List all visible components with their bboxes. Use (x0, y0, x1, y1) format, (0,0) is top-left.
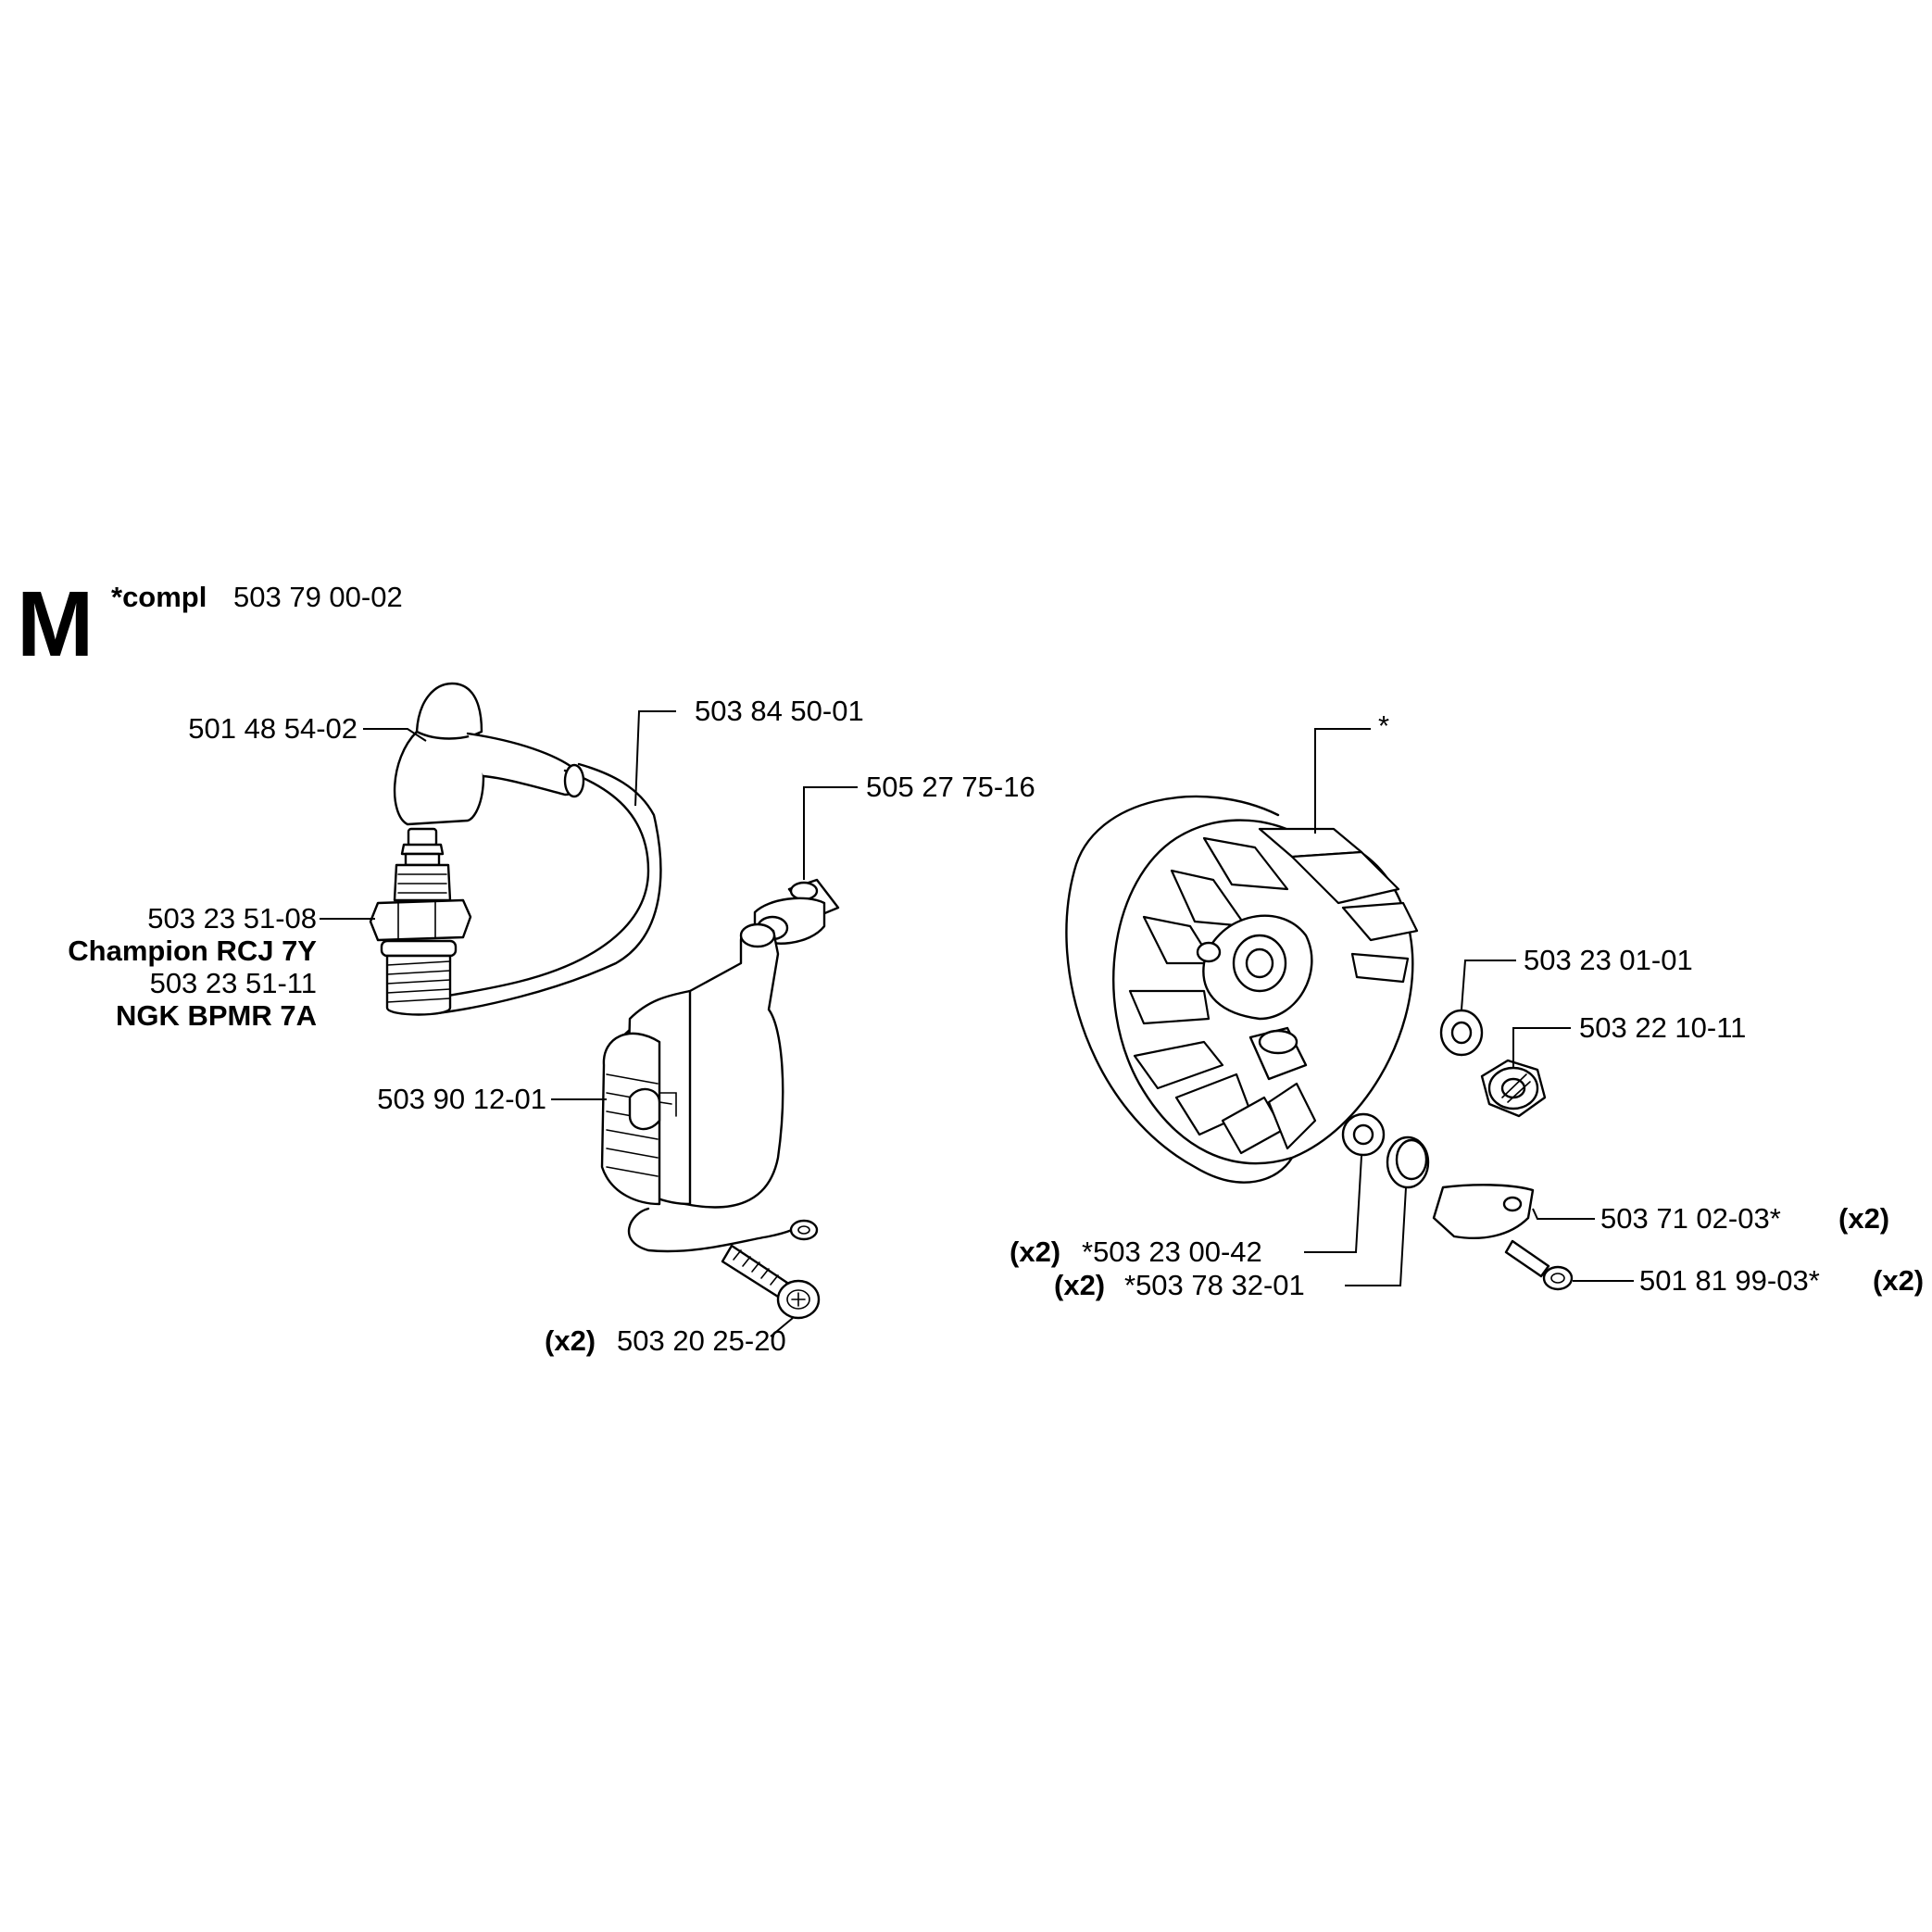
label-plug-b-brand: NGK BPMR 7A (116, 999, 317, 1032)
label-lead: 503 84 50-01 (695, 695, 864, 727)
label-pawl-screw-qty: (x2) (1873, 1264, 1924, 1297)
module-screw (721, 1244, 821, 1320)
label-plug-a: 503 23 51-08 (147, 902, 317, 935)
label-spacer-qty: (x2) (1010, 1236, 1060, 1268)
section-letter: M (17, 572, 94, 676)
ignition-module (600, 922, 819, 1253)
flywheel-washer (1439, 1009, 1484, 1057)
starter-pawl (1432, 1184, 1535, 1239)
label-cap: 501 48 54-02 (188, 712, 358, 745)
pawl-screw (1504, 1239, 1574, 1291)
label-plug-a-brand: Champion RCJ 7Y (68, 935, 317, 967)
compl-prefix: *compl (111, 581, 207, 613)
leader-lines (320, 710, 1634, 1337)
label-grommet: 505 27 75-16 (866, 771, 1035, 803)
label-spring-qty: (x2) (1054, 1269, 1105, 1301)
label-screw: 503 20 25-20 (617, 1324, 786, 1357)
spark-plug (369, 827, 472, 1016)
label-spacer: *503 23 00-42 (1082, 1236, 1262, 1268)
label-nut: 503 22 10-11 (1579, 1011, 1746, 1044)
label-module: 503 90 12-01 (377, 1083, 546, 1115)
label-pawl: 503 71 02-03* (1600, 1202, 1781, 1235)
label-pawl-screw: 501 81 99-03* (1639, 1264, 1820, 1297)
label-screw-qty: (x2) (545, 1324, 596, 1357)
label-pawl-qty: (x2) (1838, 1202, 1889, 1235)
label-spring: *503 78 32-01 (1124, 1269, 1305, 1301)
label-flywheel-star: * (1378, 709, 1389, 742)
compl-number: 503 79 00-02 (233, 581, 403, 613)
pawl-spacer (1341, 1112, 1386, 1157)
label-washer: 503 23 01-01 (1524, 944, 1693, 976)
flywheel (1065, 795, 1419, 1184)
pawl-spring (1386, 1135, 1430, 1189)
label-plug-b: 503 23 51-11 (150, 967, 317, 999)
spark-plug-cap (393, 682, 581, 826)
flywheel-nut (1480, 1059, 1547, 1118)
